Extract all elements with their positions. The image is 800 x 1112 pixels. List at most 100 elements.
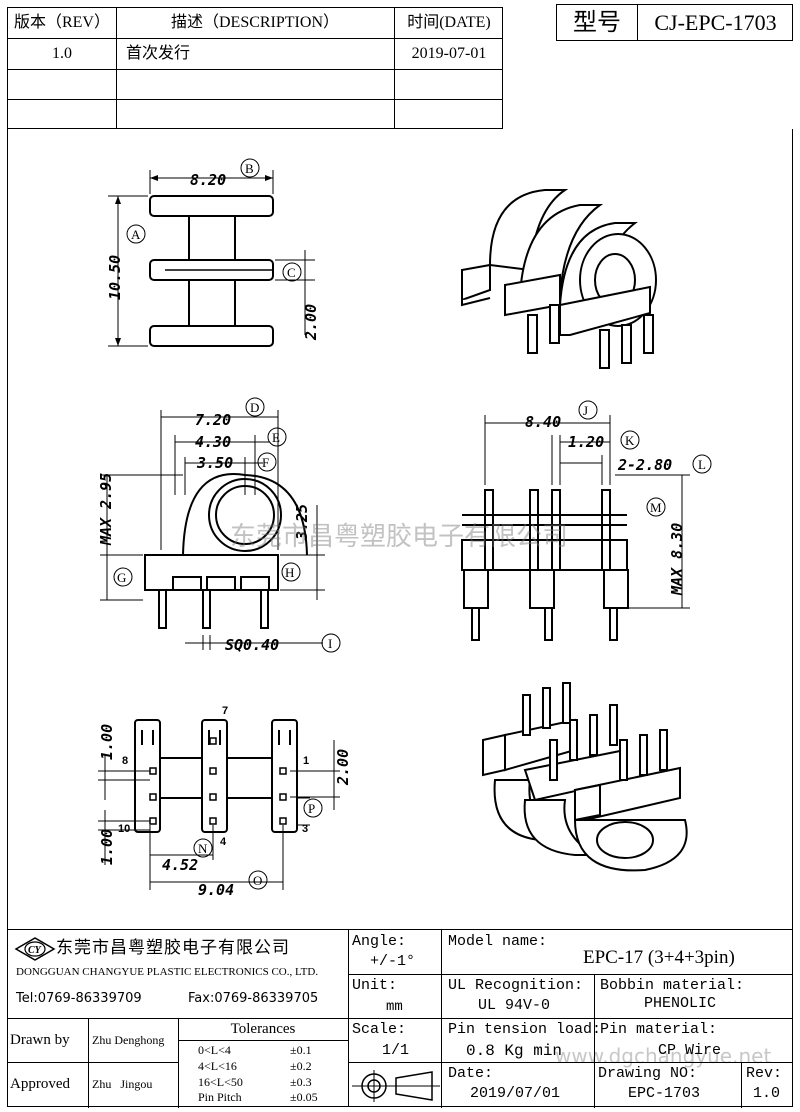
tag-d: D — [250, 400, 259, 415]
description-value: 首次发行 — [126, 45, 191, 62]
flange-bottom — [149, 325, 274, 347]
watermark-url: www.dgchangyue.net — [555, 1044, 772, 1068]
dim-right: 2.00 — [334, 749, 350, 786]
tol-range-3: Pin Pitch — [198, 1090, 242, 1104]
dim-max-front: MAX 2.95 — [97, 473, 115, 546]
approved-label: Approved — [10, 1076, 70, 1092]
revision-table: 版本（REV） 描述（DESCRIPTION） 时间(DATE) 1.0 首次发… — [7, 7, 503, 129]
tol-range-2: 16<L<50 — [198, 1075, 243, 1089]
date-label: Date: — [448, 1065, 494, 1082]
dim-a: 10.50 — [106, 255, 124, 300]
watermark-text: 东莞市昌粤塑胶电子有限公司 — [230, 522, 569, 552]
drawing-frame — [7, 129, 793, 929]
tag-f: F — [262, 455, 269, 470]
tel: Tel:0769-86339709 — [16, 991, 142, 1006]
dim-i: SQ0.40 — [225, 636, 279, 654]
bobbin-label: Bobbin material: — [600, 977, 745, 994]
dim-bottom: 1.00 — [98, 829, 116, 865]
ul-value: UL 94V-0 — [478, 997, 551, 1014]
angle-label: Angle: — [352, 933, 407, 950]
bottom-view: 1.00 1.00 2.00 7 8 1 10 4 3 N 4.52 9.04 … — [98, 705, 350, 899]
tag-b: B — [245, 161, 254, 176]
drawing-no-value: EPC-1703 — [628, 1085, 701, 1102]
tag-e: E — [272, 430, 280, 445]
angle-value: +/-1° — [370, 953, 416, 970]
model-name: EPC-17 (3+4+3pin) — [583, 947, 735, 968]
tag-k: K — [625, 433, 635, 448]
pin-10: 10 — [118, 823, 130, 835]
projection-symbol — [352, 1070, 440, 1102]
bobbin-value: PHENOLIC — [644, 995, 717, 1012]
logo-text: CY — [28, 945, 42, 956]
dim-n: 4.52 — [162, 856, 198, 874]
flange-top — [149, 195, 274, 217]
drawing-no-label: Drawing NO: — [598, 1065, 698, 1082]
date-header: 时间(DATE) — [407, 14, 491, 31]
pin-tension-label: Pin tension load: — [448, 1021, 602, 1038]
tolerances-label: Tolerances — [230, 1021, 296, 1037]
model-box: 型号 CJ-EPC-1703 — [556, 4, 793, 41]
pin-7: 7 — [222, 705, 228, 717]
tol-range-0: 0<L<4 — [198, 1043, 231, 1057]
dim-j: 8.40 — [525, 413, 561, 431]
approved-by: Zhu Jingou — [92, 1077, 153, 1091]
unit-label: Unit: — [352, 977, 398, 994]
rev-label: Rev: — [746, 1065, 783, 1082]
front-view: 7.20 D 4.30 E 3.50 F MAX 2.95 G 3.25 H S… — [97, 397, 341, 654]
tag-i: I — [328, 636, 332, 651]
company-cn: 东莞市昌粤塑胶电子有限公司 — [56, 938, 290, 958]
dim-b: 8.20 — [190, 171, 226, 189]
company-logo: CY — [14, 937, 56, 961]
pin-3: 3 — [302, 823, 308, 835]
tol-value-2: ±0.3 — [290, 1075, 312, 1089]
tol-value-3: ±0.05 — [290, 1090, 318, 1104]
fax: Fax:0769-86339705 — [188, 991, 319, 1006]
ul-label: UL Recognition: — [448, 977, 584, 994]
tag-p: P — [308, 801, 315, 816]
pin-material-value: CP Wire — [658, 1042, 722, 1059]
isometric-view-bottom — [482, 682, 688, 872]
isometric-view-top — [461, 189, 657, 369]
title-block: CY 东莞市昌粤塑胶电子有限公司 DONGGUAN CHANGYUE PLAST… — [7, 929, 793, 1108]
date-value: 2019-07-01 — [411, 45, 487, 62]
rev-header: 版本（REV） — [13, 14, 110, 31]
top-view: 8.20 B A 10.50 C 2.00 — [106, 158, 320, 347]
pin-8: 8 — [122, 755, 128, 767]
company-en: DONGGUAN CHANGYUE PLASTIC ELECTRONICS CO… — [16, 966, 319, 978]
date-value: 2019/07/01 — [470, 1085, 561, 1102]
tag-a: A — [131, 227, 141, 242]
pin-4: 4 — [220, 836, 227, 848]
dim-o: 9.04 — [198, 881, 234, 899]
dim-top: 1.00 — [98, 724, 116, 760]
tag-h: H — [285, 565, 294, 580]
dim-d: 7.20 — [195, 411, 231, 429]
tag-g: G — [117, 570, 126, 585]
dim-f: 3.50 — [196, 454, 233, 472]
pin-material-label: Pin material: — [600, 1021, 718, 1038]
tol-range-1: 4<L<16 — [198, 1059, 237, 1073]
dim-h: 3.25 — [293, 504, 311, 541]
rev-value: 1.0 — [52, 45, 72, 62]
drawn-by-label: Drawn by — [10, 1032, 70, 1048]
tol-value-1: ±0.2 — [290, 1059, 312, 1073]
side-view: 8.40 J 1.20 K 2-2.80 L M MAX 8.30 — [461, 400, 712, 641]
dim-max-side: MAX 8.30 — [668, 523, 686, 596]
dim-k: 1.20 — [568, 433, 604, 451]
pin-1: 1 — [303, 755, 309, 767]
rev-value-footer: 1.0 — [753, 1085, 781, 1102]
tag-n: N — [198, 841, 208, 856]
tag-j: J — [583, 403, 588, 418]
model-value: CJ-EPC-1703 — [654, 10, 777, 35]
tag-m: M — [650, 500, 662, 515]
tag-c: C — [287, 265, 296, 280]
tag-l: L — [698, 457, 706, 472]
model-name-label: Model name: — [448, 933, 548, 950]
dim-l: 2-2.80 — [617, 456, 672, 474]
drawn-by: Zhu Denghong — [92, 1033, 165, 1047]
scale-label: Scale: — [352, 1021, 407, 1038]
unit-value: mm — [386, 999, 403, 1015]
tag-o: O — [253, 873, 262, 888]
dim-e: 4.30 — [195, 433, 231, 451]
description-header: 描述（DESCRIPTION） — [170, 14, 339, 31]
tol-value-0: ±0.1 — [290, 1043, 312, 1057]
